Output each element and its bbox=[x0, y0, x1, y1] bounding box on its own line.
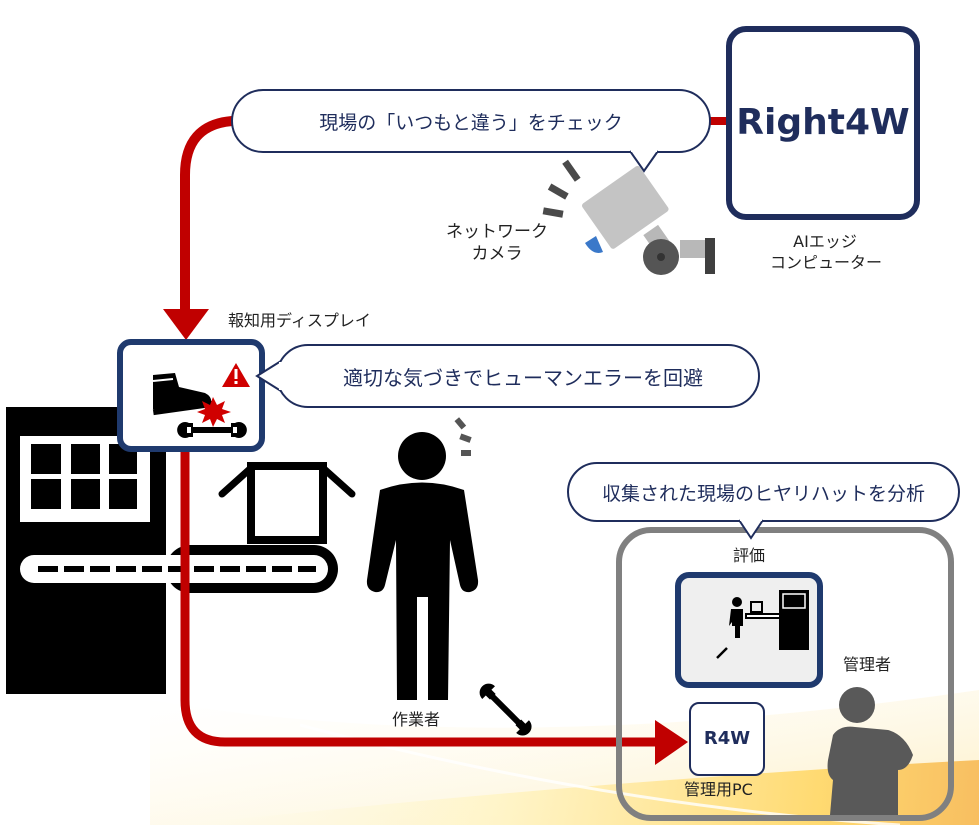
manager-icon bbox=[827, 687, 913, 815]
notification-display-box bbox=[117, 339, 265, 452]
wrench-icon bbox=[177, 422, 247, 438]
network-camera-icon bbox=[542, 159, 715, 275]
management-pc-label: 管理用PC bbox=[684, 780, 753, 799]
network-camera-label-line1: ネットワーク bbox=[446, 222, 548, 242]
display-bubble-tail bbox=[255, 360, 283, 392]
background-swoosh bbox=[150, 690, 979, 825]
network-camera-label-line2: カメラ bbox=[471, 244, 523, 264]
notification-display-label: 報知用ディスプレイ bbox=[228, 311, 371, 330]
analysis-bubble-tail bbox=[738, 518, 764, 540]
evaluation-screen-box bbox=[675, 572, 823, 688]
impact-burst-icon bbox=[197, 397, 231, 427]
management-area-frame bbox=[616, 527, 954, 821]
factory-scene-icon bbox=[729, 590, 809, 650]
warning-icon bbox=[222, 363, 250, 387]
evaluation-label: 評価 bbox=[733, 546, 766, 565]
management-pc-box: R4W bbox=[689, 702, 765, 776]
worker-icon bbox=[366, 417, 479, 700]
r4w-logo: R4W bbox=[703, 728, 751, 749]
display-alert-bubble: 適切な気づきでヒューマンエラーを回避 bbox=[276, 344, 760, 408]
edge-computer-label-line1: AIエッジ bbox=[793, 232, 857, 251]
conveyor-icon bbox=[20, 545, 338, 593]
analysis-bubble-text: 収集された現場のヒヤリハットを分析 bbox=[601, 482, 925, 505]
edge-computer-label: AIエッジ コンピューター bbox=[770, 231, 883, 273]
display-alert-bubble-text: 適切な気づきでヒューマンエラーを回避 bbox=[343, 365, 703, 390]
edge-computer-box: Right4W bbox=[726, 26, 920, 220]
box-icon bbox=[218, 462, 356, 544]
camera-check-bubble-text: 現場の「いつもと違う」をチェック bbox=[319, 111, 623, 134]
network-camera-label: ネットワーク カメラ bbox=[432, 221, 562, 265]
edge-computer-label-line2: コンピューター bbox=[770, 253, 883, 272]
safety-boot-icon bbox=[152, 373, 216, 416]
wrench-icon bbox=[479, 683, 532, 736]
worker-label: 作業者 bbox=[392, 710, 441, 729]
camera-bubble-tail bbox=[629, 149, 659, 173]
analysis-bubble: 収集された現場のヒヤリハットを分析 bbox=[567, 462, 960, 522]
flow-arrow-to-pc bbox=[180, 450, 688, 765]
manager-label: 管理者 bbox=[843, 655, 892, 674]
small-wrench-icon bbox=[716, 647, 728, 659]
camera-check-bubble: 現場の「いつもと違う」をチェック bbox=[231, 89, 711, 153]
machine-icon bbox=[6, 407, 166, 694]
right4w-logo: Right4W bbox=[736, 102, 910, 143]
flow-arrow-to-display bbox=[163, 116, 233, 340]
